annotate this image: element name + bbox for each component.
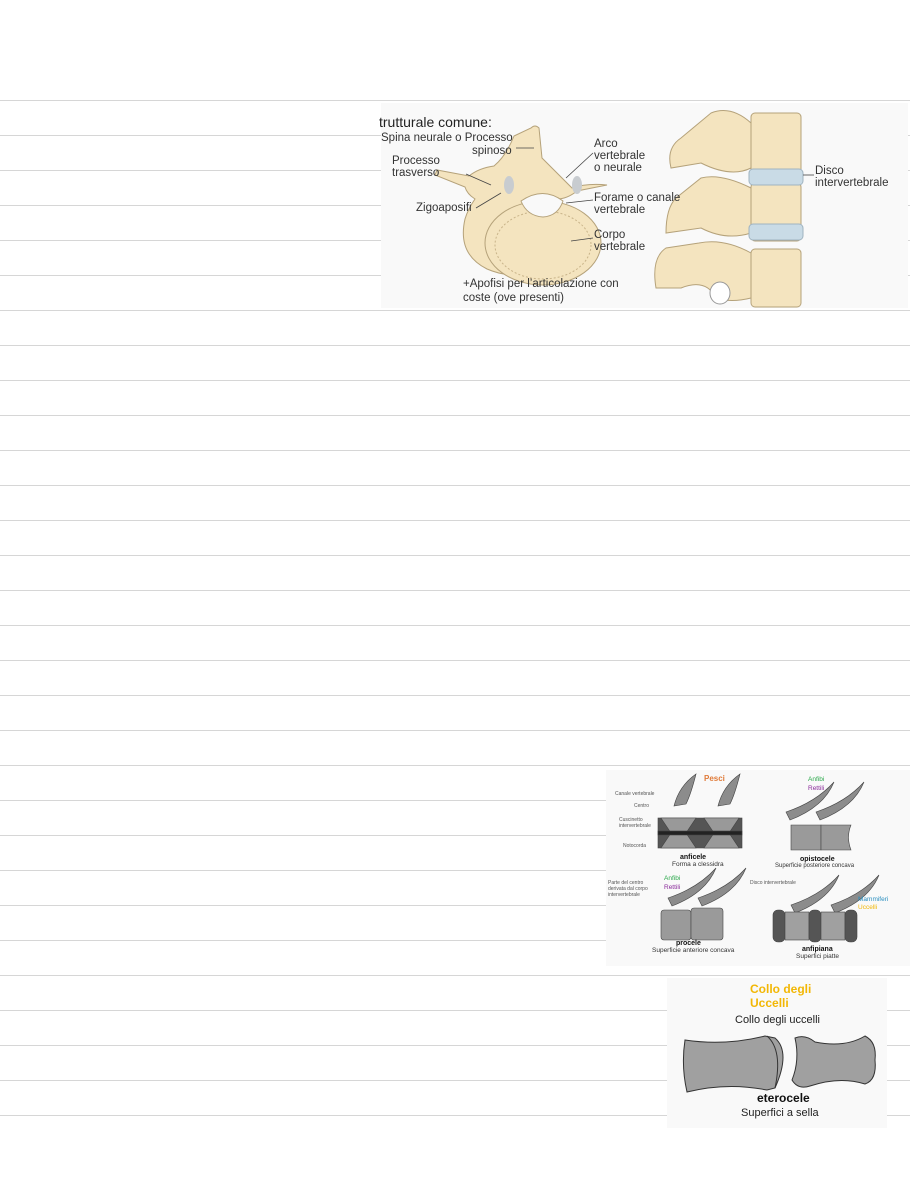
ruled-line	[0, 1045, 910, 1046]
label-cuscinetto: Cuscinetto	[619, 817, 643, 823]
ruled-line	[0, 730, 910, 731]
label-forame-2: vertebrale	[594, 204, 646, 216]
vertebra-types-illustration	[657, 773, 880, 943]
vertebra-figure: trutturale comune: Spina neurale o Proce…	[379, 103, 908, 308]
label-apofisi-1: +Apofisi per l’articolazione con	[463, 278, 619, 290]
vertebra-heading: trutturale comune:	[379, 114, 492, 130]
type-anfipiana: anfipiana	[802, 946, 833, 953]
label-trasverso-1: Processo	[392, 155, 440, 167]
label-parte-centro-3: intervertebrale	[608, 892, 640, 898]
type-anficele: anficele	[680, 854, 707, 861]
desc-eterocele: Superfici a sella	[741, 1107, 819, 1119]
group-rettili-1: Rettili	[808, 785, 825, 792]
label-apofisi-2: coste (ove presenti)	[463, 292, 564, 304]
eterocele-figure: Collo degli Uccelli Collo degli uccelli …	[667, 978, 887, 1128]
ruled-line	[0, 590, 910, 591]
group-mammiferi: Mammiferi	[858, 896, 889, 903]
eterocele-subtitle: Collo degli uccelli	[735, 1014, 820, 1026]
label-cuscinetto-2: intervertebrale	[619, 823, 651, 829]
type-procele: procele	[676, 940, 701, 947]
ruled-line	[0, 380, 910, 381]
ruled-line	[0, 415, 910, 416]
ruled-line	[0, 520, 910, 521]
label-corpo-2: vertebrale	[594, 241, 646, 253]
ruled-line	[0, 485, 910, 486]
label-zigoaposifi: Zigoaposifi	[416, 202, 472, 214]
vertebra-types-figure: Pesci Canale vertebrale Centro Cuscinett…	[606, 770, 910, 966]
desc-procele: Superficie anteriore concava	[652, 947, 735, 954]
ruled-line	[0, 625, 910, 626]
group-uccelli: Uccelli	[858, 904, 878, 911]
ruled-line	[0, 660, 910, 661]
ruled-line	[0, 100, 910, 101]
ruled-line	[0, 870, 910, 871]
label-arco-2: vertebrale	[594, 150, 646, 162]
label-parte-centro-2: derivata dal corpo	[608, 886, 648, 892]
ruled-line	[0, 1010, 910, 1011]
ruled-line	[0, 450, 910, 451]
label-arco-1: Arco	[594, 138, 618, 150]
ruled-line	[0, 555, 910, 556]
ruled-line	[0, 345, 910, 346]
label-disco-intervertebrale: Disco intervertebrale	[750, 880, 796, 886]
label-disco-2: intervertebrale	[815, 177, 889, 189]
label-arco-3: o neurale	[594, 162, 642, 174]
type-opistocele: opistocele	[800, 856, 835, 863]
ruled-line	[0, 975, 910, 976]
desc-opistocele: Superficie posteriore concava	[775, 863, 855, 869]
ruled-line	[0, 800, 910, 801]
label-spina: Spina neurale o Processo	[381, 132, 513, 144]
ruled-line	[0, 765, 910, 766]
ruled-line	[0, 940, 910, 941]
eterocele-illustration	[682, 1035, 876, 1093]
label-disco-1: Disco	[815, 165, 844, 177]
group-anfibi-2: Anfibi	[664, 875, 681, 882]
group-rettili-2: Rettili	[664, 884, 681, 891]
label-canale: Canale vertebrale	[615, 791, 655, 797]
label-corpo-1: Corpo	[594, 229, 626, 241]
eterocele-heading-2: Uccelli	[750, 996, 789, 1010]
ruled-line	[0, 1115, 910, 1116]
ruled-line	[0, 835, 910, 836]
group-anfibi-1: Anfibi	[808, 776, 825, 783]
type-eterocele: eterocele	[757, 1091, 810, 1105]
label-parte-centro: Parte del centro	[608, 880, 644, 886]
desc-anficele: Forma a clessidra	[672, 861, 724, 868]
ruled-line	[0, 905, 910, 906]
eterocele-heading-1: Collo degli	[750, 982, 812, 996]
ruled-line	[0, 695, 910, 696]
ruled-line	[0, 1080, 910, 1081]
label-notocorda: Notocorda	[623, 843, 647, 849]
group-pesci: Pesci	[704, 774, 725, 783]
label-trasverso-2: trasverso	[392, 167, 440, 179]
label-centro: Centro	[634, 803, 650, 809]
vertebra-illustration	[434, 110, 814, 308]
ruled-line	[0, 310, 910, 311]
label-spina-2: spinoso	[472, 145, 512, 157]
desc-anfipiana: Superfici piatte	[796, 953, 839, 960]
label-forame-1: Forame o canale	[594, 192, 681, 204]
